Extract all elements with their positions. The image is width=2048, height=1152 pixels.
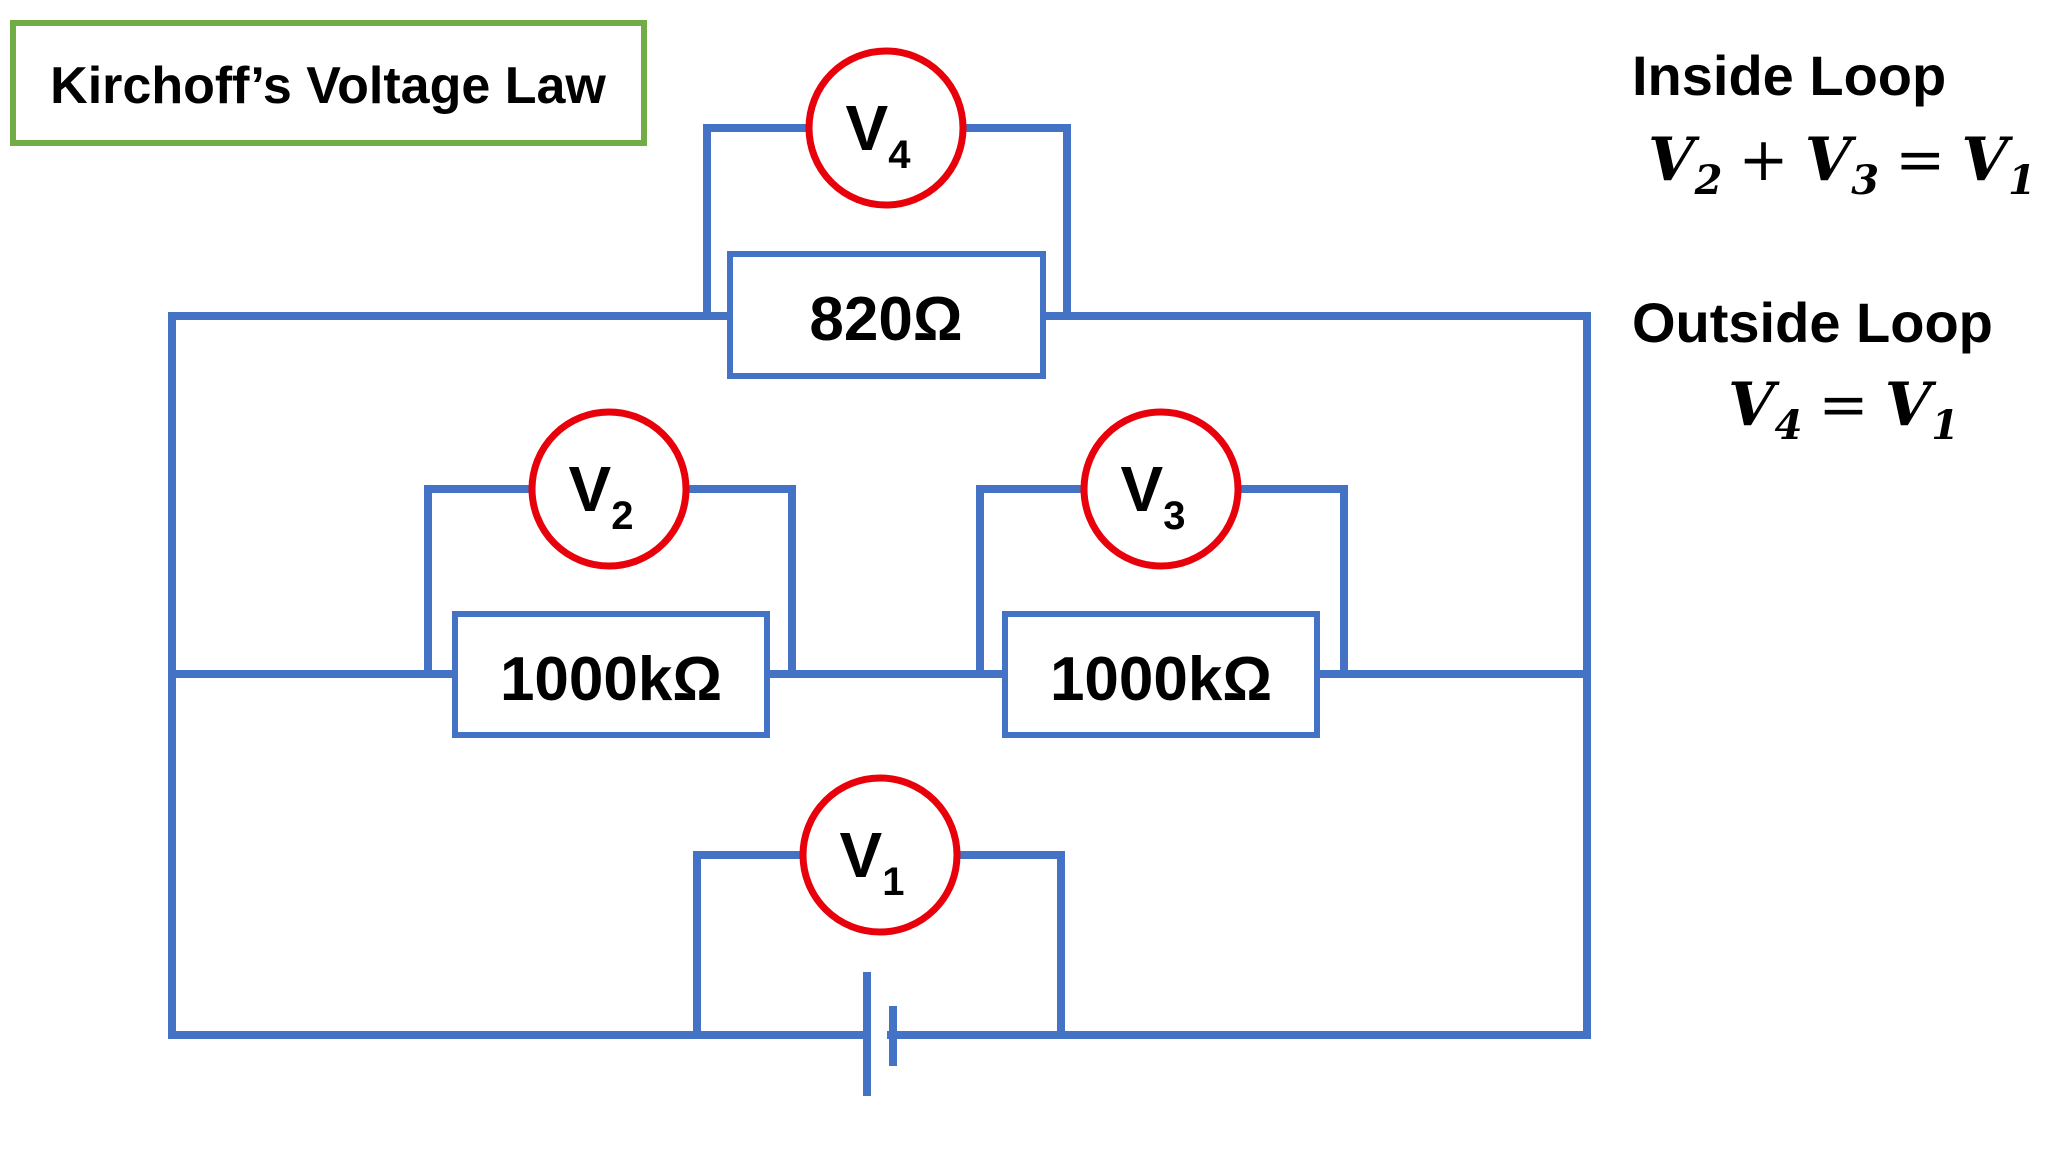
- inside-loop-heading: Inside Loop: [1632, 44, 1946, 107]
- svg-text:V3: V3: [1121, 453, 1186, 538]
- v1-meter-leads-right: [953, 851, 1065, 1039]
- resistor-right-label: 1000kΩ: [1050, 645, 1272, 714]
- battery-icon: [863, 972, 897, 1096]
- resistor-top-label: 820Ω: [809, 285, 962, 354]
- voltmeter-v3-sub: 3: [1163, 494, 1185, 538]
- resistor-right: 1000kΩ: [1002, 611, 1320, 738]
- voltmeter-v3-letter: V: [1121, 453, 1164, 525]
- voltmeter-v3: V3: [1080, 408, 1242, 570]
- inside-loop-equation: V2+V3=V1: [1648, 125, 2036, 204]
- voltmeter-v2-sub: 2: [611, 494, 633, 538]
- voltmeter-v1-sub: 1: [882, 860, 904, 904]
- voltmeter-v1: V1: [799, 774, 961, 936]
- voltmeter-v4-letter: V: [846, 92, 889, 164]
- svg-text:V1: V1: [840, 819, 905, 904]
- title-box: Kirchoff’s Voltage Law: [10, 20, 647, 146]
- v3-meter-leads: [976, 485, 1088, 678]
- v3-meter-leads-right: [1234, 485, 1348, 678]
- voltmeter-v4: V4: [805, 47, 967, 209]
- page-title: Kirchoff’s Voltage Law: [50, 57, 606, 115]
- voltmeter-v1-letter: V: [840, 819, 883, 891]
- voltmeter-v4-sub: 4: [888, 133, 911, 177]
- svg-text:V4: V4: [846, 92, 912, 177]
- top-rail-right-wire: [1035, 312, 1591, 1039]
- v2-meter-leads-right: [682, 485, 796, 678]
- inside-loop-block: Inside Loop V2+V3=V1: [1632, 44, 2036, 204]
- v4-meter-leads-right: [958, 124, 1071, 320]
- v2-meter-leads: [424, 485, 536, 678]
- v4-meter-leads: [703, 124, 814, 320]
- resistor-top: 820Ω: [727, 251, 1046, 379]
- resistor-left: 1000kΩ: [452, 611, 770, 738]
- outside-loop-heading: Outside Loop: [1632, 291, 1993, 354]
- svg-text:V2: V2: [569, 453, 634, 538]
- outside-loop-block: Outside Loop V4=V1: [1632, 291, 1993, 449]
- circuit-wires: [168, 124, 1591, 1039]
- v1-meter-leads: [693, 851, 807, 1039]
- resistor-left-label: 1000kΩ: [500, 645, 722, 714]
- outside-loop-equation: V4=V1: [1728, 370, 1959, 449]
- voltmeter-v2-letter: V: [569, 453, 612, 525]
- top-rail-left-wire: [168, 312, 737, 1039]
- voltmeter-v2: V2: [528, 408, 690, 570]
